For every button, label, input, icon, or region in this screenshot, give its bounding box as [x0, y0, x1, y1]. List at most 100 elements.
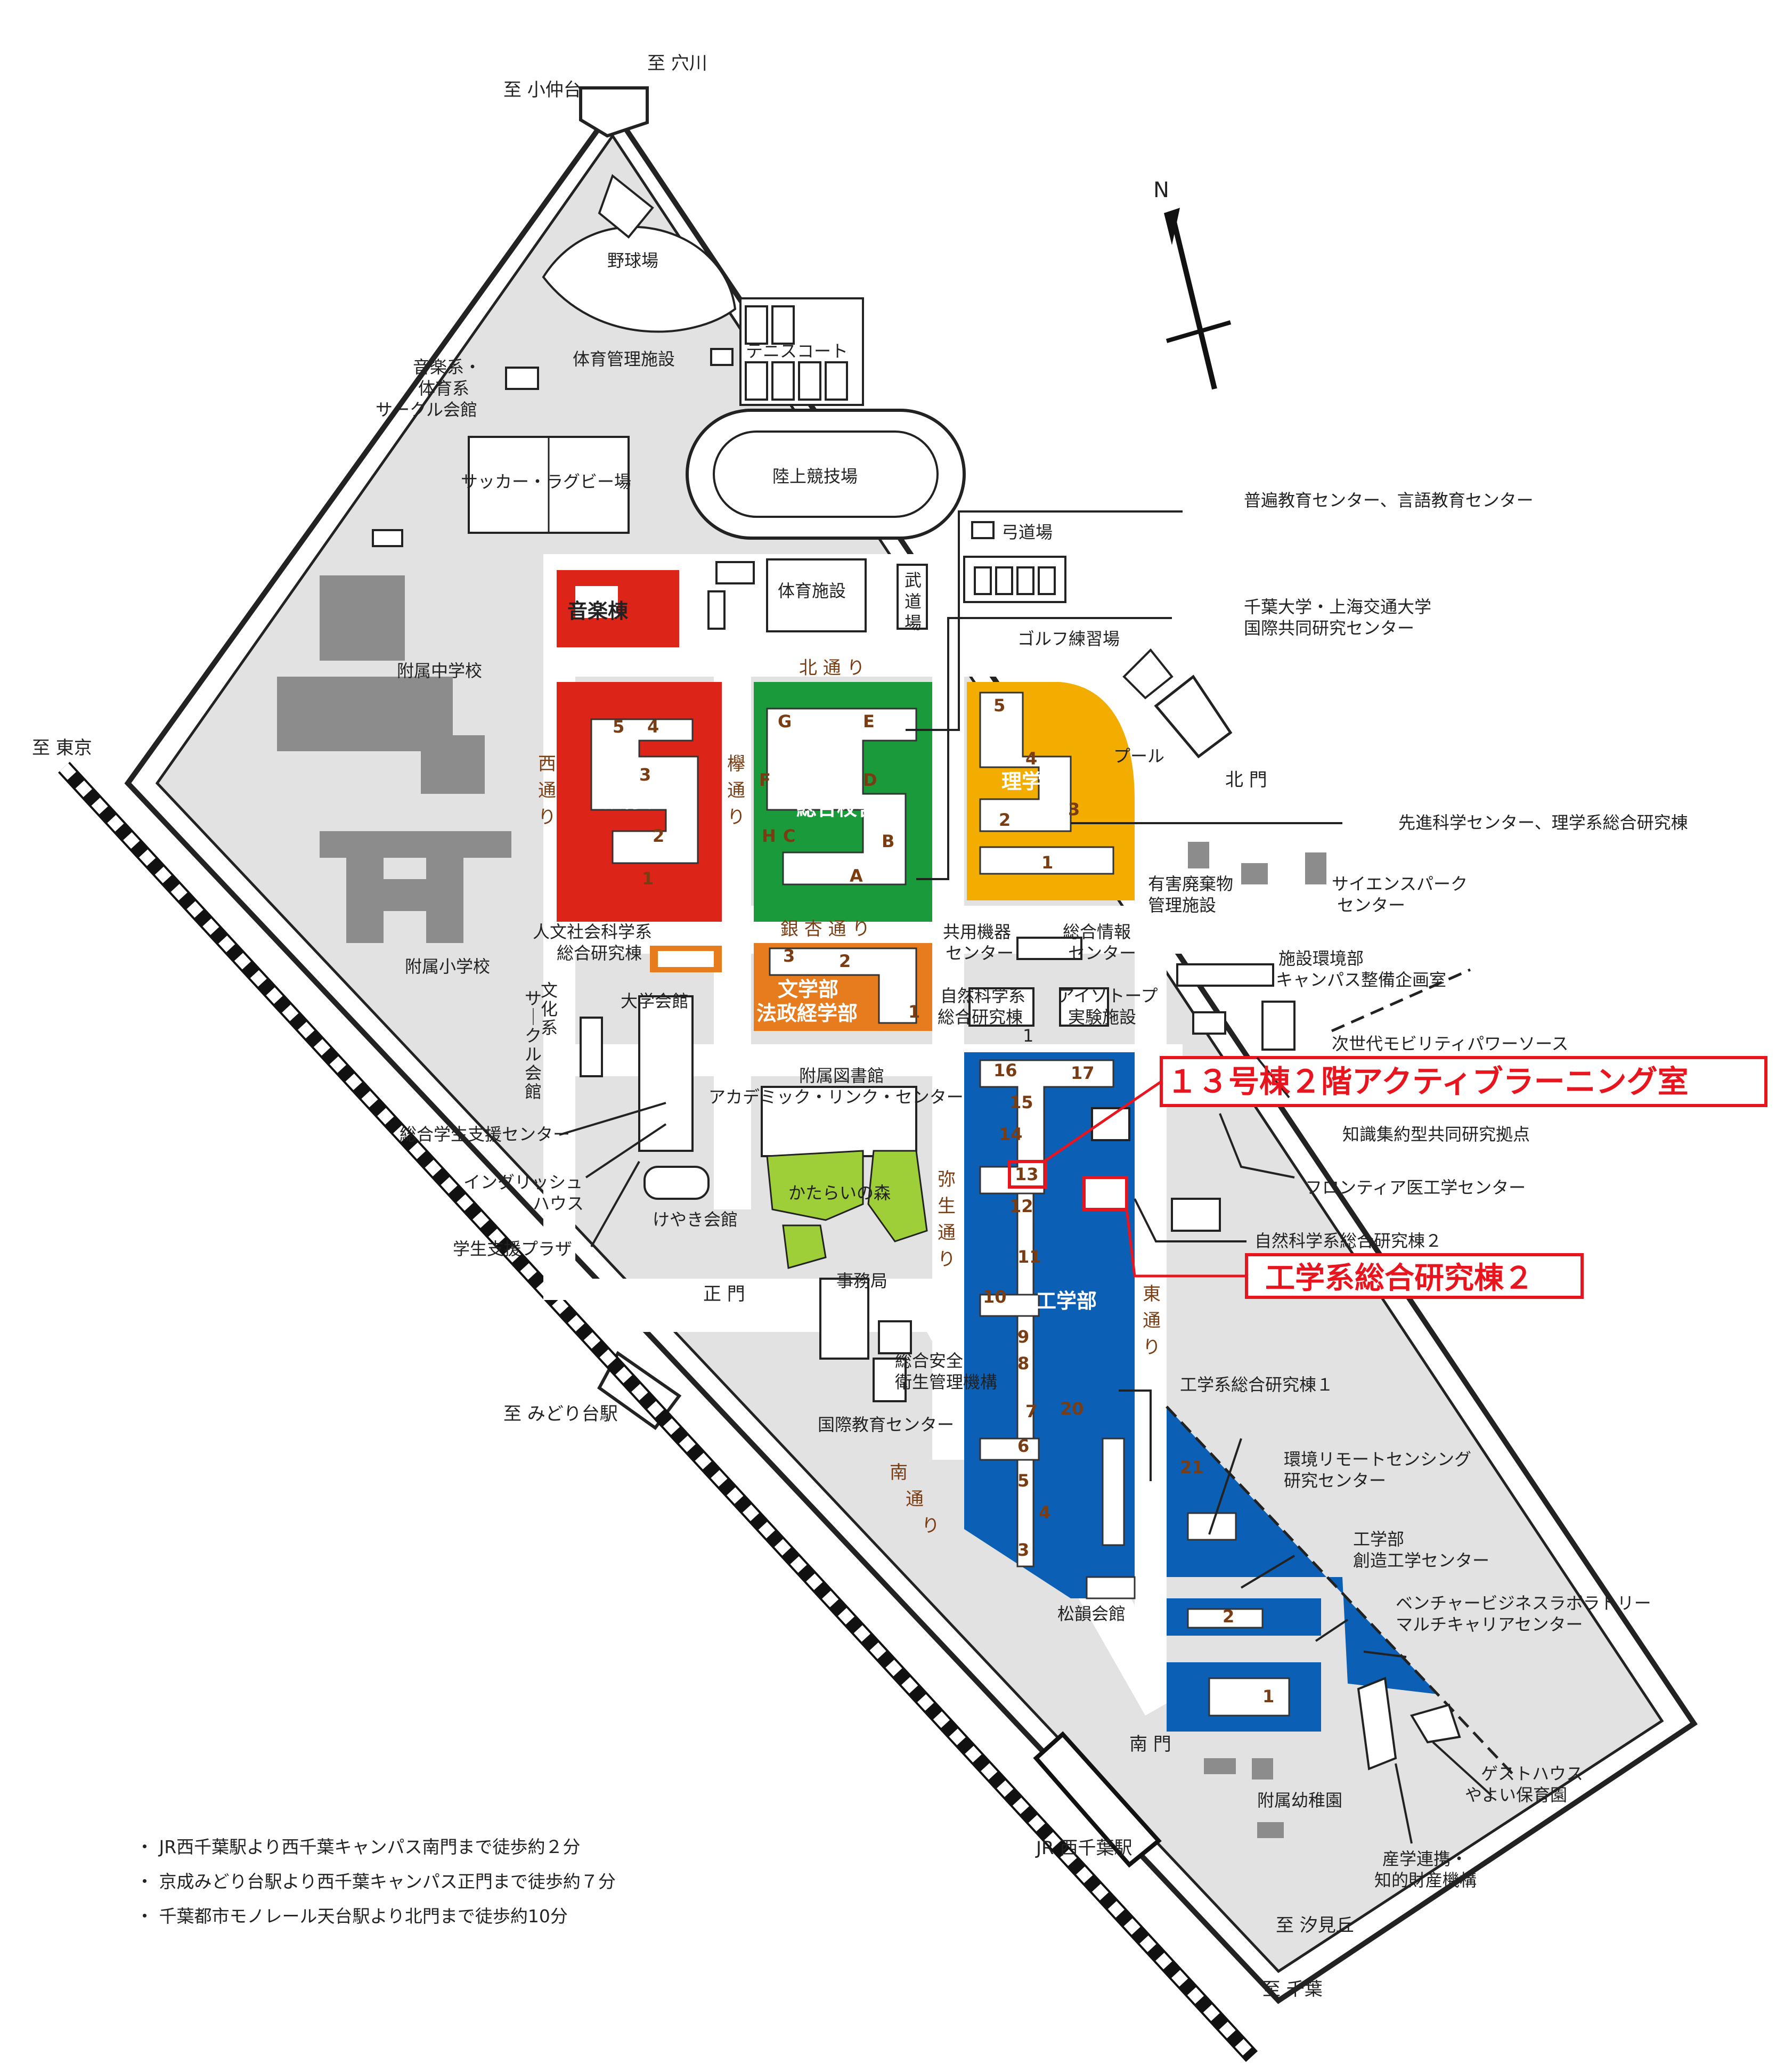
jr-nishichiba-station[interactable] [1033, 1731, 1162, 1868]
gen-bldg-G[interactable]: G [778, 711, 792, 732]
es-label: 附属小学校 [405, 956, 490, 977]
eng-bldg-13[interactable]: 13 [1015, 1164, 1039, 1184]
univ-hall-building [638, 995, 694, 1152]
baseball-label: 野球場 [607, 250, 658, 271]
gen-bldg-C[interactable]: C [783, 826, 795, 846]
eng-bldg-3[interactable]: 3 [1017, 1540, 1029, 1560]
gen-bldg-A[interactable]: A [850, 866, 863, 886]
sci-bldg-3[interactable]: 3 [1068, 799, 1080, 819]
north-arrow: N [1153, 178, 1232, 390]
road-nishi-2: 通 [538, 780, 556, 801]
sciencepark-label-2: センター [1337, 895, 1405, 915]
eng-bldg-14[interactable]: 14 [999, 1124, 1023, 1144]
eng-bldg-4[interactable]: 4 [1039, 1502, 1050, 1523]
sci-bldg-5[interactable]: 5 [993, 695, 1005, 716]
road-yayoi-2: 生 [938, 1196, 956, 1217]
industry-label-2: 知的財産機構 [1374, 1870, 1477, 1890]
eng-bldg-8[interactable]: 8 [1017, 1353, 1029, 1374]
road-minami-3: り [922, 1515, 940, 1537]
eng-bldg-9[interactable]: 9 [1017, 1327, 1029, 1347]
eng-bldg-6[interactable]: 6 [1017, 1436, 1029, 1456]
engineering-label: 工学部 [1036, 1289, 1097, 1313]
next-mobility-label: 次世代モビリティパワーソース [1332, 1034, 1568, 1054]
dir-chiba: 至 千葉 [1262, 1979, 1323, 2000]
pool-label: プール [1113, 746, 1164, 766]
south-gate-label[interactable]: 南 門 [1129, 1734, 1171, 1755]
sciencepark-label-1: サイエンスパーク [1332, 874, 1468, 894]
general-label: 総合校舎 [796, 797, 877, 820]
creative-eng-label-2: 創造工学センター [1353, 1550, 1489, 1571]
gym-mgmt-small [710, 348, 734, 366]
let-bldg-1[interactable]: 1 [908, 1002, 920, 1022]
edu-bldg-3[interactable]: 3 [639, 765, 651, 785]
road-minami-2: 通 [906, 1489, 924, 1510]
golf-label: ゴルフ練習場 [1017, 629, 1120, 649]
music-label: 音楽棟 [567, 599, 629, 623]
road-kita: 北 通 り [799, 657, 865, 679]
budo-hall [897, 564, 928, 630]
gen-bldg-B[interactable]: B [882, 831, 894, 851]
main-gate-label[interactable]: 正 門 [703, 1283, 745, 1305]
sci-bldg-4[interactable]: 4 [1025, 749, 1037, 769]
eng-bldg-7[interactable]: 7 [1025, 1401, 1037, 1421]
building-13-highlight[interactable] [1008, 1160, 1047, 1189]
eng-research2-highlight[interactable] [1082, 1176, 1128, 1211]
let-bldg-2[interactable]: 2 [839, 951, 851, 971]
budo-label-2: 道 [905, 591, 922, 612]
active-learning-box [1160, 1056, 1767, 1107]
edu-bldg-2[interactable]: 2 [653, 826, 664, 846]
natsci1-label-1: 自然科学系 [940, 986, 1025, 1006]
science-label: 理学部 [1001, 770, 1062, 793]
letters-label-2: 法政経学部 [756, 1002, 858, 1025]
natsci1-label-2: 総合研究棟 [938, 1007, 1023, 1027]
east-bldg-1[interactable]: 1 [1262, 1686, 1274, 1707]
north-gate-label[interactable]: 北 門 [1225, 769, 1267, 791]
active-learning-title: １３号棟２階アクティブラーニング室 [1167, 1063, 1689, 1100]
gym-mgmt-label: 体育管理施設 [573, 349, 675, 369]
eng-bldg-16[interactable]: 16 [993, 1060, 1017, 1080]
east-bldg-2[interactable]: 2 [1223, 1606, 1234, 1627]
svg-text:ク: ク [525, 1026, 542, 1046]
gen-bldg-F[interactable]: F [759, 770, 771, 790]
eng-research1-label: 工学系総合研究棟１ [1180, 1375, 1333, 1395]
east-bldg-21[interactable]: 21 [1180, 1457, 1204, 1477]
gen-bldg-H[interactable]: H [762, 826, 776, 846]
culture-club-label: 文 化 系 サ ｜ ク ル 会 館 [525, 980, 558, 1102]
keyaki-hall-label: けやき会館 [653, 1209, 738, 1230]
hazardous-label-2: 管理施設 [1148, 895, 1216, 915]
eng-bldg-12[interactable]: 12 [1009, 1196, 1033, 1216]
edu-bldg-5[interactable]: 5 [613, 717, 624, 737]
remote-sensing-label-2: 研究センター [1284, 1470, 1386, 1491]
eng-bldg-20[interactable]: 20 [1060, 1399, 1084, 1419]
baseball-field [542, 225, 737, 333]
gen-bldg-D[interactable]: D [863, 770, 877, 790]
safety-label-2: 衛生管理機構 [895, 1372, 997, 1392]
kindergarten-label: 附属幼稚園 [1257, 1790, 1342, 1810]
library-building [761, 1086, 917, 1157]
eng-bldg-10[interactable]: 10 [983, 1287, 1007, 1307]
eng-bldg-15[interactable]: 15 [1009, 1092, 1033, 1112]
edu-bldg-4[interactable]: 4 [647, 717, 659, 737]
eng-bldg-5[interactable]: 5 [1017, 1470, 1029, 1491]
road-minami-1: 南 [890, 1462, 908, 1483]
railway [58, 761, 1258, 2062]
library-label-2: アカデミック・リンク・センター [708, 1087, 964, 1107]
humanities-label-2: 総合研究棟 [557, 943, 642, 963]
student-support-label: 総合学生支援センター [400, 1124, 570, 1144]
gen-bldg-E[interactable]: E [863, 711, 875, 732]
guesthouse-label-2: やよい保育園 [1465, 1785, 1567, 1805]
industry-label-1: 産学連携・ [1382, 1849, 1468, 1869]
road-yayoi-4: り [938, 1249, 956, 1270]
sci-bldg-1[interactable]: 1 [1041, 852, 1053, 873]
edu-bldg-1[interactable]: 1 [642, 868, 654, 889]
dir-tokyo: 至 東京 [32, 737, 92, 759]
road-keyaki-1: 欅 [727, 753, 745, 775]
dir-shiomigaoka: 至 汐見丘 [1276, 1915, 1354, 1936]
let-bldg-3[interactable]: 3 [783, 946, 795, 966]
eng-bldg-11[interactable]: 11 [1017, 1247, 1041, 1267]
sci-bldg-2[interactable]: 2 [999, 810, 1011, 830]
eng-research2-box [1245, 1253, 1584, 1299]
english-house-label-1: イングリッシュ [463, 1172, 583, 1192]
gym-building [766, 558, 867, 632]
eng-bldg-17[interactable]: 17 [1071, 1063, 1095, 1083]
